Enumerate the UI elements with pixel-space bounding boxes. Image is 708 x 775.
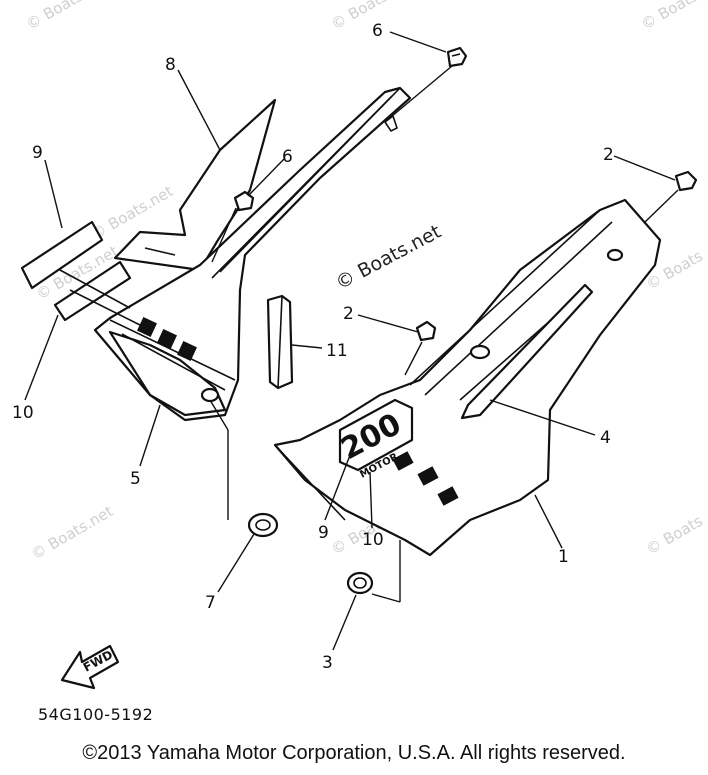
left-lower-cowling: [93, 86, 412, 422]
callout-4: 4: [600, 428, 611, 448]
fastener-6-mid: [233, 190, 255, 212]
copyright-notice: ©2013 Yamaha Motor Corporation, U.S.A. A…: [82, 742, 626, 764]
callout-2-mid: 2: [343, 304, 354, 324]
callout-11: 11: [326, 341, 348, 361]
fastener-2-mid: [415, 320, 437, 342]
diagram-code: 54G100-5192: [38, 705, 153, 724]
callout-6-mid: 6: [282, 147, 293, 167]
fastener-6-top: [446, 46, 468, 68]
part-9-10-decals-left: [20, 220, 141, 326]
callout-labels: 6 8 9 6 2 2 11 10 5 4 9 10 1 7 3: [12, 21, 614, 673]
part-11-foam-strip: [266, 294, 294, 390]
callout-8: 8: [165, 55, 176, 75]
watermark: © Boats.net: [23, 0, 111, 33]
fastener-2-right: [674, 170, 698, 192]
watermark: © Boats: [643, 512, 706, 559]
watermark: © Boats: [638, 0, 701, 33]
center-watermark: © Boats.net: [332, 221, 445, 295]
callout-1: 1: [558, 547, 569, 567]
callout-6-top: 6: [372, 21, 383, 41]
callout-10-left: 10: [12, 403, 34, 423]
callout-10-right: 10: [362, 530, 384, 550]
callout-9-left: 9: [32, 143, 43, 163]
part-8-upper-cover: [113, 98, 277, 272]
fwd-arrow-icon: FWD: [60, 644, 120, 690]
callout-9-right: 9: [318, 523, 329, 543]
watermark: © Boats.net: [28, 502, 116, 563]
part-1-right-cowling: 200 MOTOR: [273, 198, 662, 557]
callout-7: 7: [205, 593, 216, 613]
callout-3: 3: [322, 653, 333, 673]
callout-2-right: 2: [603, 145, 614, 165]
grommet-3: [346, 571, 374, 595]
grommet-7: [247, 512, 279, 538]
leader-lines: [24, 31, 679, 651]
callout-5: 5: [130, 469, 141, 489]
